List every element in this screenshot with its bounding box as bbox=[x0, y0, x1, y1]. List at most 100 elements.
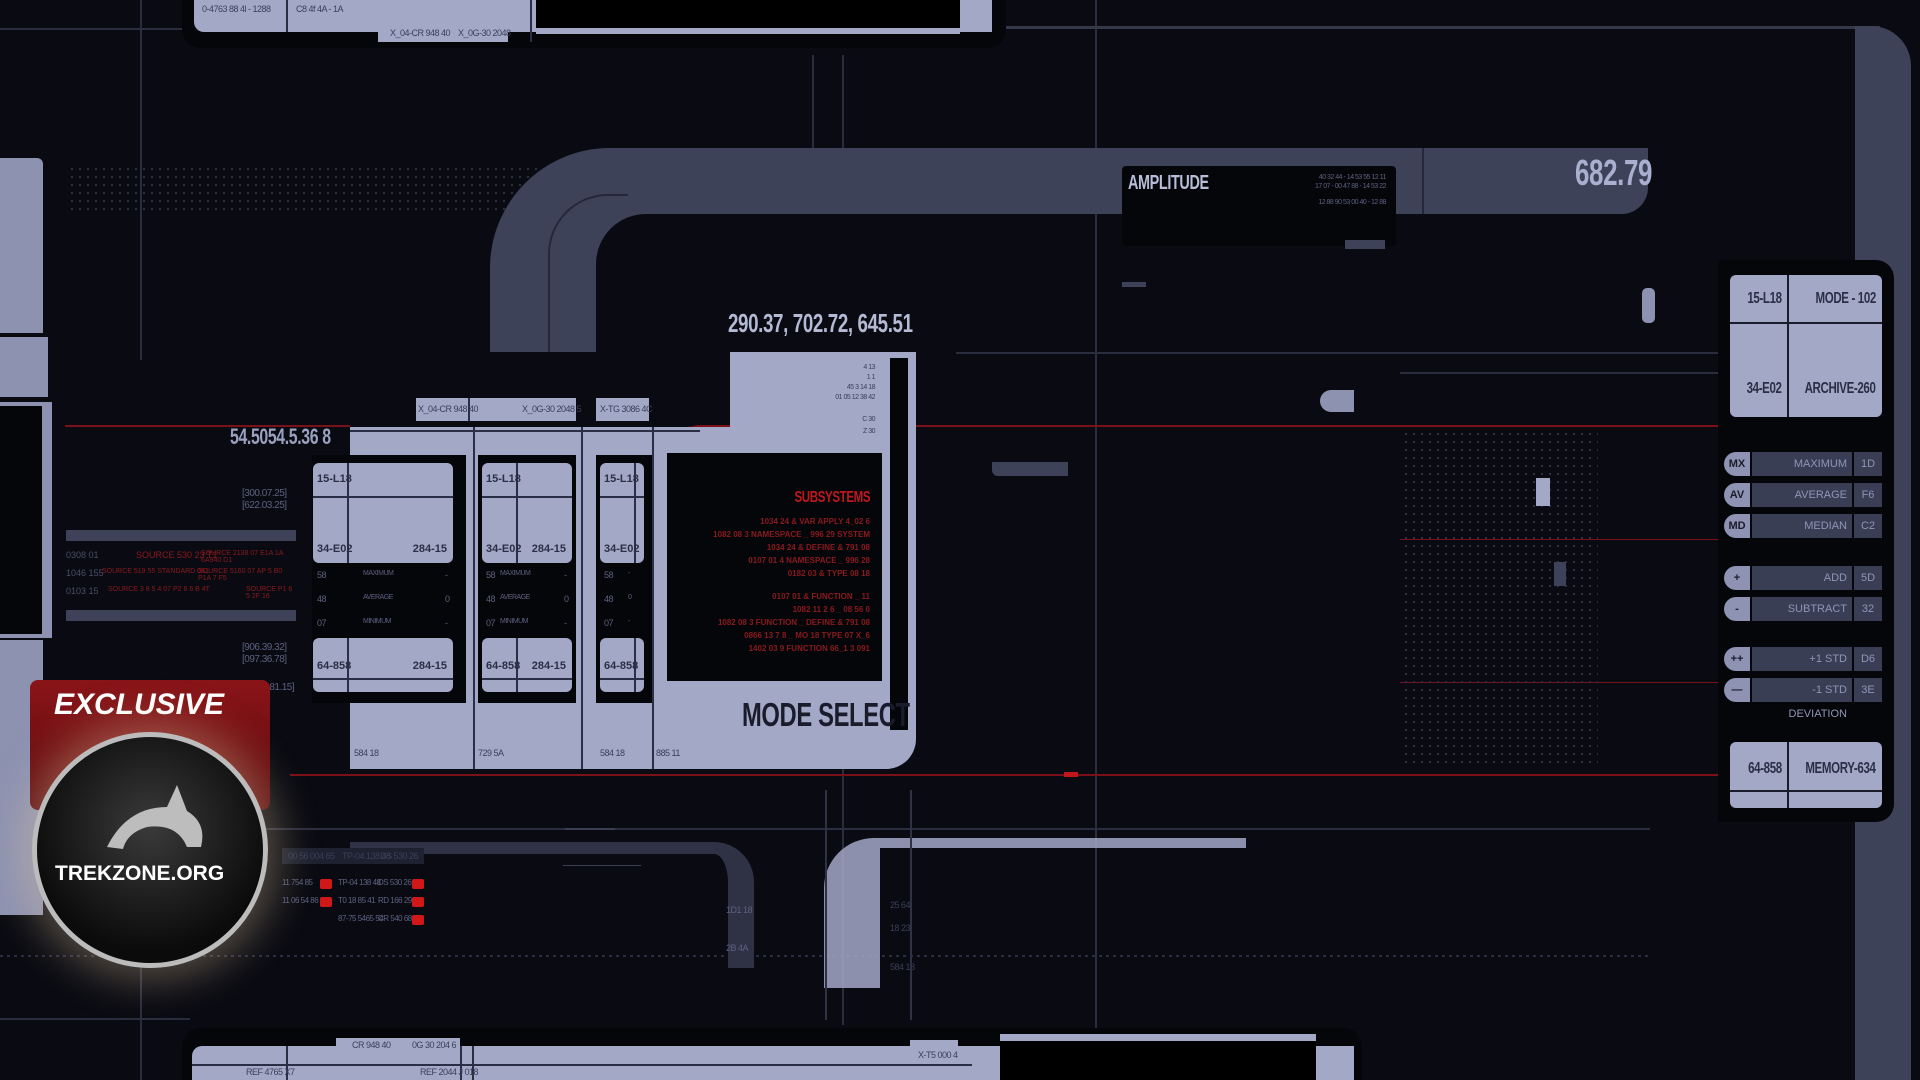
row-value: 3E bbox=[1854, 678, 1882, 702]
row-tag: — bbox=[1724, 678, 1750, 702]
card-row-value: 58 bbox=[317, 570, 327, 580]
row-value: 1D bbox=[1854, 452, 1882, 476]
left-edge-panel bbox=[0, 158, 43, 333]
bottom-mid-elbow bbox=[824, 838, 1246, 988]
mode-card-top[interactable]: 15-L18 34-E02 bbox=[600, 463, 644, 563]
status-led-icon bbox=[412, 915, 424, 925]
subsystem-line: 0107 01 & FUNCTION _ 11 bbox=[772, 592, 870, 601]
bottom-bar-tab bbox=[336, 1038, 460, 1048]
side-code: 01 05 12 38 42 bbox=[835, 394, 875, 401]
coord-text: [281.15] bbox=[262, 682, 295, 693]
right-footer-block[interactable] bbox=[1730, 742, 1882, 808]
source-b: SOURCE 2138 07 E1A 1A 6A940 D1 bbox=[201, 550, 284, 564]
indicator bbox=[1536, 478, 1550, 506]
tab-label: X-TG 3086 4C bbox=[600, 404, 653, 414]
amplitude-code: 12 88 90 53 00 40 - 12 88 bbox=[1318, 199, 1386, 206]
subsystem-line bbox=[713, 580, 870, 590]
card-code: 34-E02 bbox=[486, 543, 522, 555]
badge-emblem: TREKZONE.ORG bbox=[32, 732, 268, 968]
subsystem-line: 1082 08 3 NAMESPACE _ 996 29 SYSTEM bbox=[713, 530, 870, 539]
panel-tab[interactable] bbox=[416, 398, 576, 421]
divider bbox=[192, 1064, 972, 1066]
bl-cell: RD 166 29 bbox=[378, 896, 412, 905]
elbow-groove bbox=[548, 194, 628, 358]
alert-marker bbox=[1064, 772, 1078, 777]
subsystem-line: 0866 13 7 8 _ MO 18 TYPE 07 X_6 bbox=[744, 631, 870, 640]
left-edge-panel bbox=[0, 337, 48, 397]
source-a: SOURCE 3 8 5 4 07 P2 6 6 B 4T bbox=[108, 586, 210, 593]
subsystem-line: 1082 08 3 FUNCTION _ DEFINE & 791 08 bbox=[717, 618, 870, 627]
divider bbox=[286, 0, 288, 32]
card-row-flag: - bbox=[564, 570, 567, 580]
left-edge-gap bbox=[0, 406, 42, 634]
indicator bbox=[1320, 390, 1354, 412]
card-row-label: MAXIMUM bbox=[500, 570, 531, 577]
row-tag: MX bbox=[1724, 452, 1750, 476]
card-row-value: 07 bbox=[486, 618, 496, 628]
card-row-value: 48 bbox=[486, 594, 496, 604]
mode-select-panel-top bbox=[730, 352, 916, 432]
card-row-label: AVERAGE bbox=[363, 594, 393, 601]
grid-line bbox=[812, 55, 814, 155]
footer-code: 64-858 bbox=[1748, 760, 1782, 777]
divider bbox=[581, 427, 583, 769]
divider bbox=[1730, 790, 1882, 792]
card-code: 284-15 bbox=[531, 660, 566, 672]
card-code: 64-858 bbox=[604, 660, 639, 672]
row-value: 32 bbox=[1854, 597, 1882, 621]
card-row-label: AVERAGE bbox=[500, 594, 530, 601]
bm-code: 1D1 18 bbox=[726, 905, 753, 915]
bl-cell: TP-04 138 48 bbox=[338, 878, 381, 887]
mode-select-title: MODE SELECT bbox=[742, 696, 910, 733]
card-row-value: 58 bbox=[486, 570, 496, 580]
card-row-label: MINIMUM bbox=[363, 618, 392, 625]
bottom-left-header bbox=[282, 848, 424, 864]
mode-card-bottom[interactable]: 64-858 284-15 bbox=[482, 638, 572, 692]
footer-code: 729 5A bbox=[478, 748, 504, 758]
right-panel-row-stats[interactable]: MX MAXIMUM 1D bbox=[1724, 452, 1882, 476]
amplitude-code: 17 07 - 00 47 88 - 14 53 22 bbox=[1315, 183, 1386, 190]
row-label: SUBTRACT bbox=[1752, 597, 1852, 621]
mode-card-bottom[interactable]: 64-858 284-15 bbox=[313, 638, 453, 692]
mode-card-top[interactable]: 15-L18 34-E02 284-15 bbox=[482, 463, 572, 563]
indicator bbox=[1642, 288, 1655, 323]
source-a: SOURCE 530 23 T1 bbox=[136, 550, 218, 560]
amplitude-code: 40 32 44 - 14 53 55 12 11 bbox=[1318, 174, 1387, 181]
panel-stripe bbox=[890, 358, 908, 730]
right-panel-row-stats[interactable]: AV AVERAGE F6 bbox=[1724, 483, 1882, 507]
bl-header-cell: DS 530 26 bbox=[380, 851, 419, 861]
source-b: SOURCE P1 6 5 2F 16 bbox=[246, 586, 293, 600]
right-panel-row-stats[interactable]: MD MEDIAN C2 bbox=[1724, 514, 1882, 538]
source-id: 0308 01 bbox=[66, 550, 99, 560]
mode-card-bottom[interactable]: 64-858 bbox=[600, 638, 644, 692]
card-row-label: MINIMUM bbox=[500, 618, 529, 625]
divider bbox=[1422, 148, 1424, 214]
card-code: 284-15 bbox=[412, 660, 447, 672]
card-row-flag: 0 bbox=[564, 594, 569, 604]
right-panel-row-deviations[interactable]: ++ +1 STD DEVIATION D6 bbox=[1724, 647, 1882, 689]
row-tag: ++ bbox=[1724, 647, 1750, 671]
bm-code: 584 18 bbox=[890, 962, 915, 972]
header-label: MODE - 102 bbox=[1815, 290, 1877, 307]
right-panel-row-ops[interactable]: + ADD 5D bbox=[1724, 566, 1882, 590]
top-bar-tab bbox=[378, 28, 508, 42]
subsystems-title: SUBSYSTEMS bbox=[794, 489, 870, 506]
right-panel-row-deviations[interactable]: — -1 STD DEVIATION 3E bbox=[1724, 678, 1882, 720]
right-header-block[interactable] bbox=[1730, 275, 1882, 417]
coord-text: [097.36.78] bbox=[242, 654, 287, 665]
side-code: Z 30 bbox=[862, 428, 876, 435]
panel-tab[interactable] bbox=[596, 398, 649, 421]
card-row-label: 0 bbox=[628, 594, 632, 601]
card-code: 34-E02 bbox=[604, 543, 640, 555]
row-value: 5D bbox=[1854, 566, 1882, 590]
coordinates-readout: 290.37, 702.72, 645.51 bbox=[728, 308, 913, 338]
exclusive-badge[interactable]: EXCLUSIVE TREKZONE.ORG bbox=[30, 680, 270, 980]
right-panel-row-ops[interactable]: - SUBTRACT 32 bbox=[1724, 597, 1882, 621]
mode-card-top[interactable]: 15-L18 34-E02 284-15 bbox=[313, 463, 453, 563]
bottom-code: REF 4765 X7 bbox=[246, 1067, 295, 1077]
card-row-flag: - bbox=[445, 618, 448, 628]
bl-cell: 11 06 54 86 bbox=[282, 896, 319, 905]
row-label: -1 STD DEVIATION bbox=[1752, 678, 1852, 720]
subsystem-line: 1034 24 & DEFINE & 791 08 bbox=[766, 543, 870, 552]
